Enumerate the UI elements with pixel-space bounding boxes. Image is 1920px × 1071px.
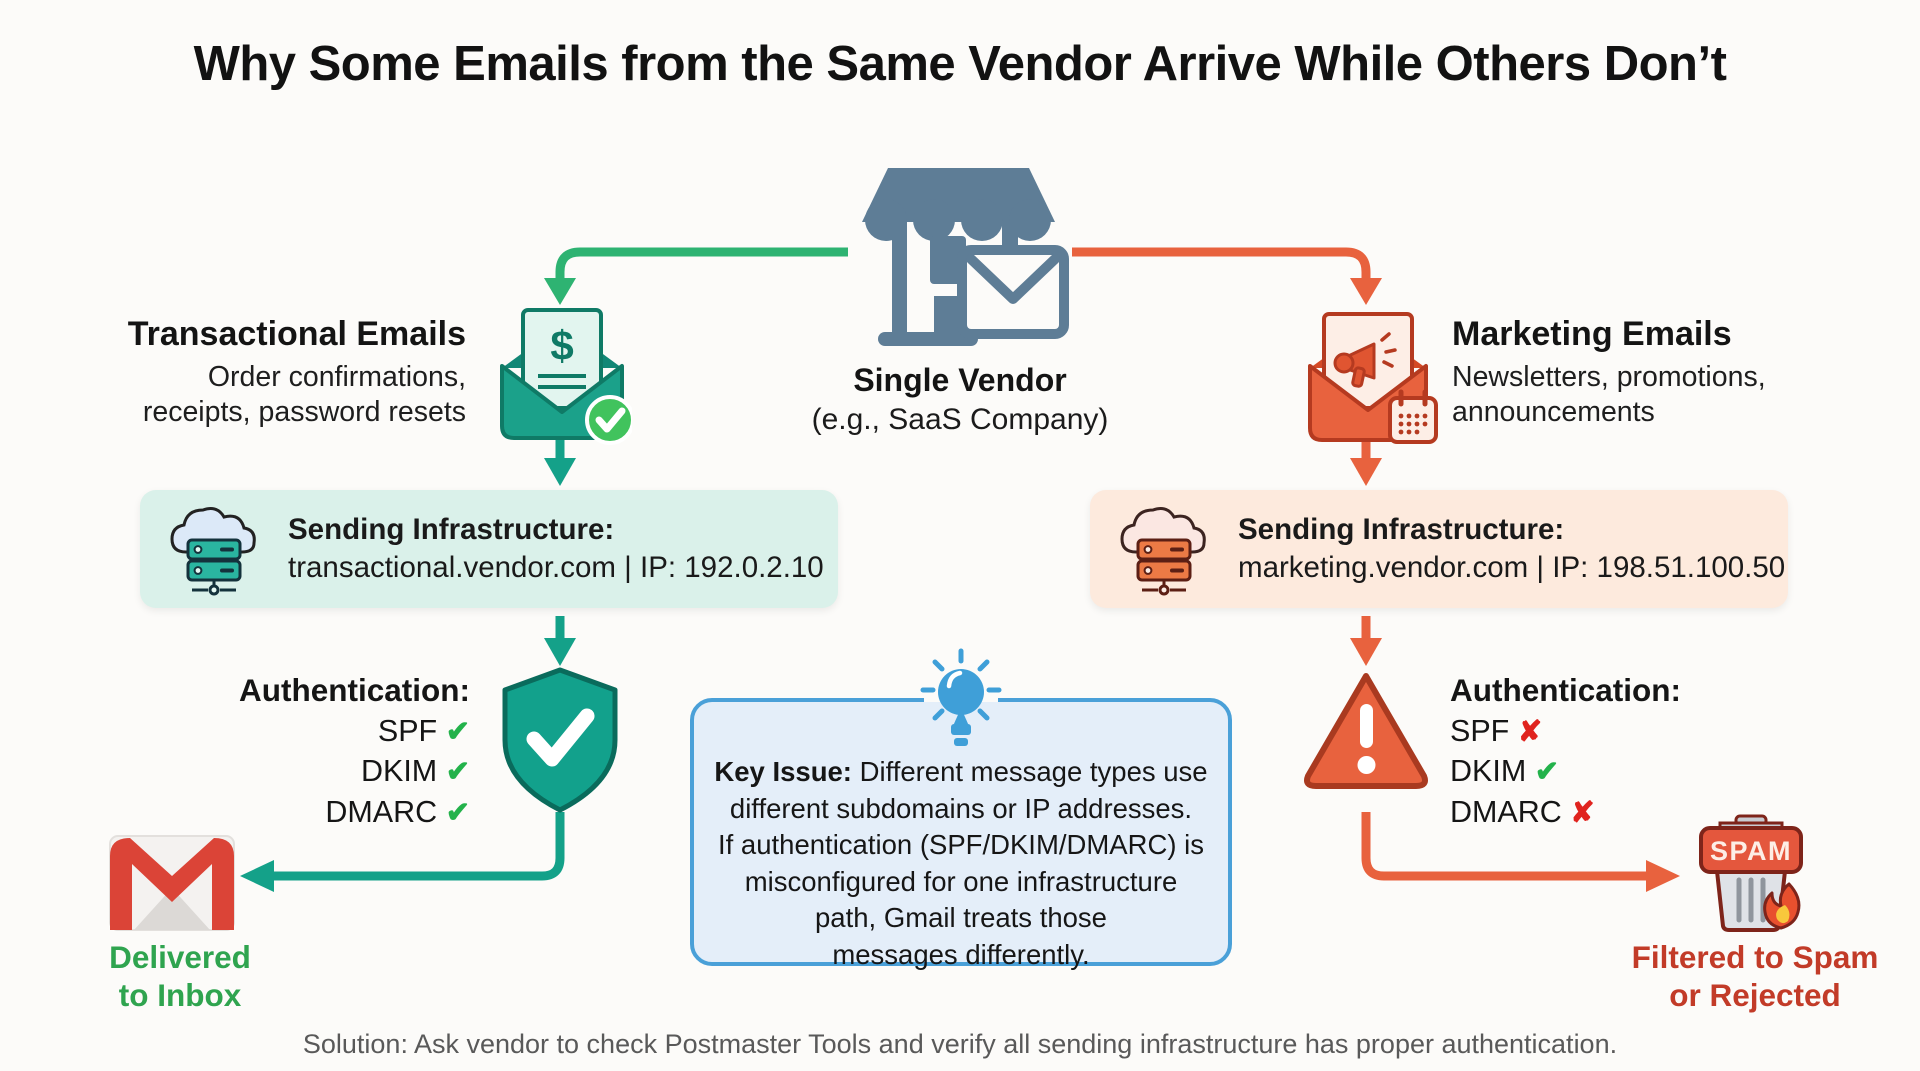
envelope-megaphone-icon <box>1308 312 1438 444</box>
auth-row-spf: SPF ✘ <box>1450 713 1543 748</box>
spam-badge-label: SPAM <box>1710 836 1792 866</box>
transactional-title: Transactional Emails <box>127 315 466 353</box>
check-icon: ✔ <box>1534 756 1560 789</box>
marketing-infra-label: Sending Infrastructure: <box>1238 512 1565 546</box>
transactional-infra-label: Sending Infrastructure: <box>288 512 615 546</box>
auth-row-spf: SPF ✔ <box>377 713 470 748</box>
cloud-server-icon <box>170 507 256 596</box>
spam-trash-icon: SPAM <box>1699 814 1803 932</box>
marketing-infra-box: Sending Infrastructure: marketing.vendor… <box>1090 490 1788 608</box>
transactional-auth-block: Authentication: SPF ✔ DKIM ✔ DMARC ✔ <box>230 672 470 830</box>
transactional-auth-label: Authentication: <box>239 672 470 708</box>
cross-icon: ✘ <box>1517 715 1543 748</box>
gmail-icon <box>109 835 235 931</box>
marketing-title: Marketing Emails <box>1452 315 1732 353</box>
key-issue-box: Key Issue: Different message types use d… <box>690 648 1232 970</box>
transactional-section-heading: Transactional Emails Order confirmations… <box>118 314 466 430</box>
marketing-auth-block: Authentication: SPF ✘ DKIM ✔ DMARC ✘ <box>1450 672 1750 830</box>
auth-row-dmarc: DMARC ✘ <box>1450 794 1595 829</box>
vendor-sublabel: (e.g., SaaS Company) <box>811 403 1109 436</box>
transactional-infra-box: Sending Infrastructure: transactional.ve… <box>140 490 838 608</box>
marketing-section-heading: Marketing Emails Newsletters, promotions… <box>1452 314 1872 430</box>
marketing-infra-value: marketing.vendor.com | IP: 198.51.100.50 <box>1238 551 1786 584</box>
envelope-receipt-icon: $ <box>500 308 632 445</box>
warning-triangle-icon <box>1304 673 1428 789</box>
connector-infra-to-shield <box>544 616 576 666</box>
auth-row-dmarc: DMARC ✔ <box>325 794 470 829</box>
check-icon: ✔ <box>445 796 470 829</box>
marketing-desc-line1: Newsletters, promotions, <box>1452 360 1766 393</box>
check-icon: ✔ <box>445 715 470 748</box>
solution-text: Solution: Ask vendor to check Postmaster… <box>302 1029 1618 1059</box>
auth-row-dkim: DKIM ✔ <box>360 754 470 789</box>
connector-vendor-to-marketing-icon <box>1072 247 1382 305</box>
delivered-outcome-label: Delivered to Inbox <box>109 939 251 1014</box>
marketing-desc-line2: announcements <box>1452 396 1655 429</box>
receipt-dollar-symbol: $ <box>550 322 573 369</box>
shield-check-icon <box>502 667 618 813</box>
transactional-desc-line1: Order confirmations, <box>207 360 466 393</box>
transactional-infra-value: transactional.vendor.com | IP: 192.0.2.1… <box>288 551 824 584</box>
lightbulb-icon <box>920 648 1002 746</box>
connector-infra-to-warning <box>1350 616 1382 666</box>
transactional-desc-line2: receipts, password resets <box>142 396 466 429</box>
key-issue-text: Key Issue: Different message types use d… <box>714 756 1208 970</box>
page-title: Why Some Emails from the Same Vendor Arr… <box>193 37 1727 91</box>
vendor-label: Single Vendor <box>853 362 1067 398</box>
cross-icon: ✘ <box>1570 796 1595 829</box>
filtered-outcome-label: Filtered to Spam or Rejected <box>1631 939 1879 1014</box>
check-icon: ✔ <box>445 756 470 789</box>
marketing-auth-label: Authentication: <box>1450 672 1681 708</box>
connector-vendor-to-transactional-icon <box>544 247 848 305</box>
auth-row-dkim: DKIM ✔ <box>1450 754 1560 789</box>
storefront-icon <box>862 168 1069 346</box>
cloud-server-icon <box>1120 507 1206 596</box>
